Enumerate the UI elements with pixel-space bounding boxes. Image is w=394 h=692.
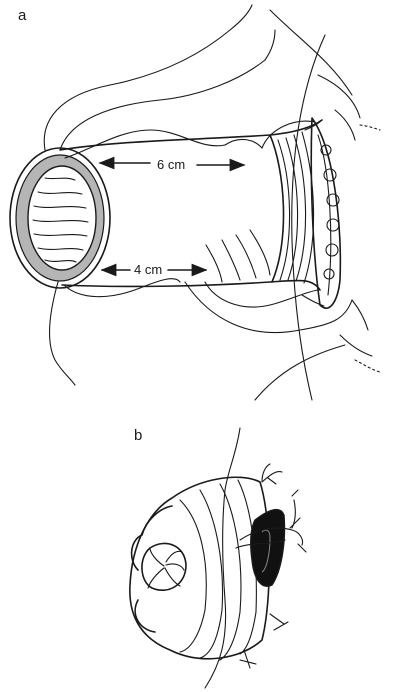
dimension-4cm: 4 cm [102, 262, 206, 277]
abdominal-wall-lines [270, 10, 380, 400]
dimension-4cm-label: 4 cm [134, 262, 162, 277]
panel-a-letter: a [18, 7, 27, 24]
panel-b: b [130, 427, 306, 688]
bowel-opening-ring [10, 148, 110, 288]
incision-opening [251, 510, 285, 587]
panel-a: a [10, 5, 380, 400]
dimension-6cm-label: 6 cm [157, 157, 185, 172]
stoma [130, 477, 269, 660]
skin-incision [302, 118, 340, 308]
dimension-6cm: 6 cm [100, 157, 244, 172]
panel-b-letter: b [134, 427, 142, 444]
